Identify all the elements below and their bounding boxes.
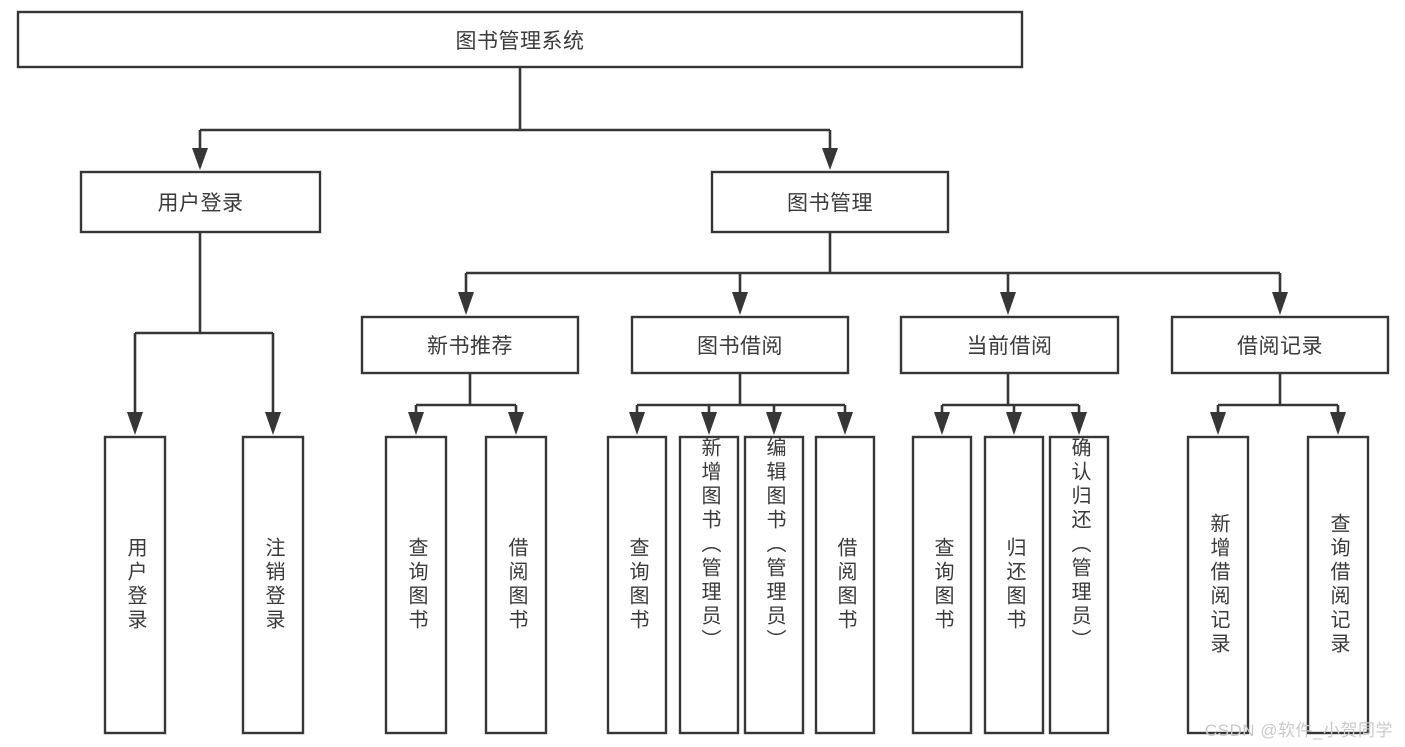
node-box-borrow-record[interactable]: [1170, 315, 1390, 375]
node-box-new-book-rec[interactable]: [360, 315, 580, 375]
node-box-book-borrow[interactable]: [630, 315, 850, 375]
node-box-leaf-borrow-book-1[interactable]: [484, 435, 548, 735]
arrowhead-leaf-confirm-return: [1071, 412, 1087, 435]
node-box-leaf-add-book[interactable]: [678, 435, 740, 735]
node-box-leaf-query-record[interactable]: [1306, 435, 1370, 735]
arrowhead-leaf-query-book-1: [408, 412, 424, 435]
node-box-leaf-query-book-1[interactable]: [384, 435, 448, 735]
node-box-leaf-query-book-2[interactable]: [606, 435, 668, 735]
arrowhead-leaf-add-record: [1210, 412, 1226, 435]
arrowhead-book-manage: [822, 148, 838, 170]
arrowhead-leaf-query-book-2: [629, 412, 645, 435]
arrowhead-leaf-query-record: [1330, 412, 1346, 435]
arrowhead-user-login: [192, 148, 208, 170]
node-box-user-login[interactable]: [79, 170, 322, 234]
arrowhead-leaf-return-book: [1006, 412, 1022, 435]
arrowhead-leaf-borrow-book-2: [837, 412, 853, 435]
node-box-leaf-return-book[interactable]: [983, 435, 1045, 735]
arrowhead-leaf-edit-book: [766, 412, 782, 435]
arrowhead-new-book-rec: [458, 292, 474, 315]
node-box-root[interactable]: [16, 10, 1024, 69]
arrowhead-leaf-logout: [265, 412, 281, 435]
node-box-current-borrow[interactable]: [899, 315, 1120, 375]
node-box-book-manage[interactable]: [710, 170, 950, 234]
arrowhead-book-borrow: [732, 292, 748, 315]
node-box-leaf-add-record[interactable]: [1186, 435, 1250, 735]
node-box-leaf-confirm-return[interactable]: [1048, 435, 1110, 735]
node-box-leaf-user-login[interactable]: [103, 435, 167, 735]
node-box-leaf-edit-book[interactable]: [743, 435, 805, 735]
node-box-leaf-logout[interactable]: [241, 435, 305, 735]
node-box-leaf-borrow-book-2[interactable]: [814, 435, 876, 735]
arrowhead-leaf-add-book: [701, 412, 717, 435]
node-box-leaf-query-book-3[interactable]: [911, 435, 973, 735]
arrowhead-leaf-query-book-3: [934, 412, 950, 435]
arrowhead-current-borrow: [1000, 292, 1016, 315]
arrowhead-leaf-borrow-book-1: [508, 412, 524, 435]
arrowhead-leaf-user-login: [127, 412, 143, 435]
arrowhead-borrow-record: [1272, 292, 1288, 315]
